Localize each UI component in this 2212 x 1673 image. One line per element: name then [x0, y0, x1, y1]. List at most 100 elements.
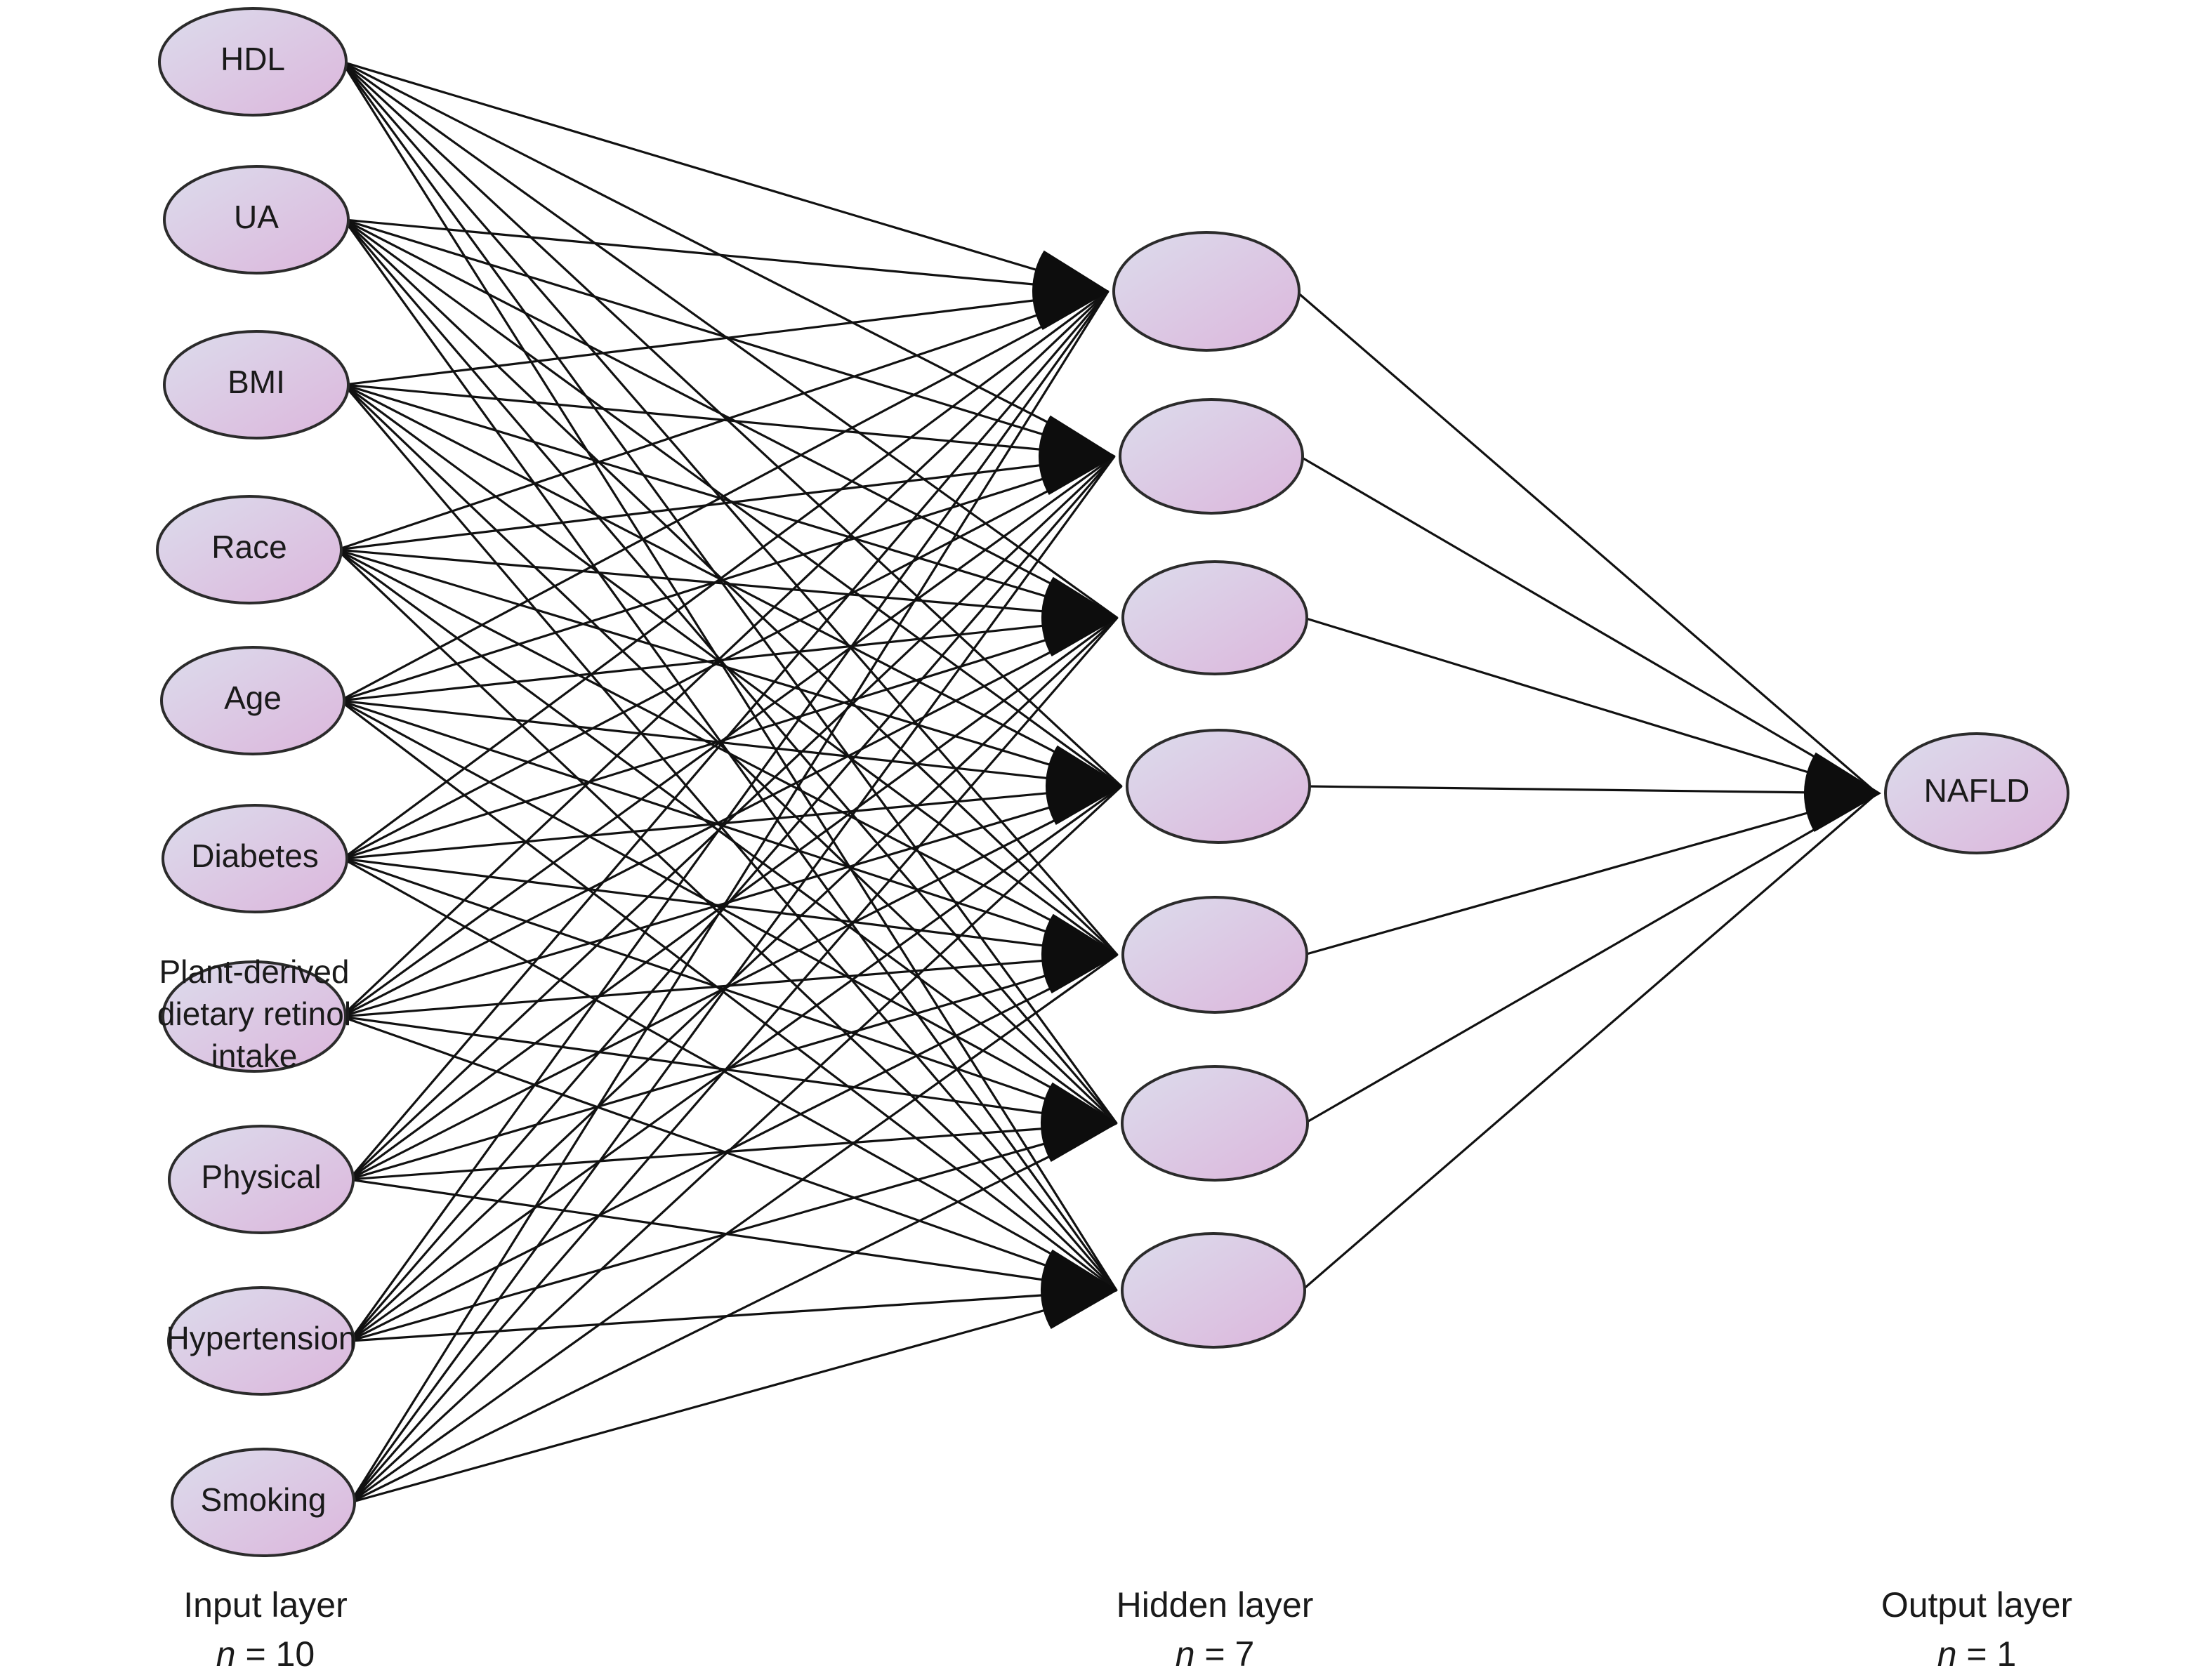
input-node-9-ellipse [167, 1286, 355, 1396]
edge-hidden-5-to-output [1303, 792, 1878, 956]
input-node-4-ellipse [156, 495, 343, 604]
hidden-node-2 [1119, 398, 1304, 515]
input-node-2-label: UA [234, 199, 279, 235]
edge-hidden-1-to-output [1295, 290, 1878, 795]
edge-input-6-to-hidden-1 [342, 290, 1109, 860]
input-node-7-ellipse [162, 960, 347, 1073]
hidden-node-1 [1112, 231, 1301, 352]
hidden-node-1-arrowhead-fan [1032, 250, 1110, 330]
edge-input-9-to-hidden-4 [349, 785, 1122, 1342]
edge-input-8-to-hidden-5 [348, 953, 1118, 1181]
input-layer-title: Input layer [183, 1585, 347, 1625]
edge-input-9-to-hidden-6 [349, 1122, 1117, 1342]
hidden-node-4-arrowhead-fan [1045, 745, 1123, 825]
edge-input-4-to-hidden-7 [336, 548, 1118, 1292]
edge-input-1-to-hidden-6 [341, 61, 1118, 1124]
edge-input-7-to-hidden-6 [341, 1015, 1117, 1125]
input-node-6: Diabetes [162, 804, 348, 913]
input-node-7-label: Plant-derived [159, 953, 349, 990]
arrowheads [1032, 250, 1881, 1329]
edge-input-5-to-hidden-3 [339, 616, 1118, 702]
hidden-node-2-arrowhead-fan [1038, 415, 1116, 495]
input-node-5: Age [160, 646, 345, 755]
edge-hidden-2-to-output [1299, 455, 1878, 795]
edge-input-5-to-hidden-4 [339, 699, 1122, 788]
edge-hidden-3-to-output [1303, 616, 1878, 795]
hidden-layer-title: Hidden layer [1117, 1585, 1314, 1625]
edge-input-1-to-hidden-7 [341, 61, 1118, 1291]
input-node-7-label: intake [211, 1038, 298, 1074]
edge-hidden-4-to-output [1306, 785, 1878, 795]
input-node-8: Physical [168, 1125, 355, 1234]
hidden-node-5-ellipse [1121, 896, 1308, 1014]
hidden-node-4-ellipse [1126, 729, 1311, 844]
input-node-2: UA [163, 165, 350, 275]
input-node-4: Race [156, 495, 343, 604]
edge-input-8-to-hidden-2 [348, 455, 1116, 1181]
hidden-node-6 [1121, 1065, 1309, 1182]
edge-input-10-to-hidden-3 [349, 616, 1119, 1504]
edge-input-10-to-hidden-2 [349, 456, 1116, 1503]
edge-input-10-to-hidden-6 [350, 1122, 1117, 1504]
edge-input-2-to-hidden-1 [343, 218, 1109, 293]
edge-input-6-to-hidden-2 [342, 455, 1115, 860]
output-node-1-arrowhead-fan [1803, 752, 1881, 832]
hidden-node-3 [1121, 560, 1308, 675]
edge-input-4-to-hidden-4 [336, 548, 1122, 788]
hidden-node-5 [1121, 896, 1308, 1014]
input-node-7: Plant-derived dietary retinol intake [157, 953, 351, 1074]
edge-input-3-to-hidden-3 [343, 383, 1118, 619]
input-node-8-ellipse [168, 1125, 355, 1234]
edge-input-4-to-hidden-6 [336, 548, 1117, 1125]
edge-input-3-to-hidden-5 [343, 383, 1118, 956]
input-node-1: HDL [158, 7, 348, 117]
input-node-5-label: Age [224, 680, 282, 716]
hidden-node-7 [1121, 1232, 1306, 1349]
edge-input-6-to-hidden-7 [342, 857, 1117, 1292]
input-node-6-ellipse [162, 804, 348, 913]
edge-hidden-6-to-output [1304, 792, 1878, 1125]
edge-input-8-to-hidden-1 [348, 290, 1110, 1181]
edge-input-3-to-hidden-4 [343, 383, 1122, 788]
edge-input-8-to-hidden-6 [348, 1122, 1117, 1181]
input-node-3: BMI [163, 330, 350, 439]
edge-input-4-to-hidden-5 [336, 548, 1118, 956]
hidden-node-3-ellipse [1121, 560, 1308, 675]
edge-input-3-to-hidden-7 [343, 383, 1118, 1292]
input-node-1-ellipse [158, 7, 348, 117]
input-node-9: Hypertension [166, 1286, 357, 1396]
input-node-10-ellipse [171, 1448, 356, 1557]
edge-input-6-to-hidden-3 [342, 616, 1118, 860]
edge-input-4-to-hidden-3 [336, 548, 1118, 619]
input-node-3-label: BMI [228, 364, 285, 400]
edge-input-9-to-hidden-1 [348, 291, 1110, 1342]
input-node-3-ellipse [163, 330, 350, 439]
edge-input-10-to-hidden-4 [349, 785, 1123, 1504]
input-node-7-label: dietary retinol [157, 996, 351, 1032]
input-node-10-label: Smoking [201, 1481, 327, 1518]
hidden-node-7-ellipse [1121, 1232, 1306, 1349]
hidden-node-7-arrowhead-fan [1040, 1249, 1118, 1329]
hidden-layer-count: n = 7 [1176, 1634, 1255, 1673]
edge-input-10-to-hidden-5 [350, 953, 1118, 1504]
output-node-1: NAFLD [1884, 732, 2069, 854]
hidden-node-6-ellipse [1121, 1065, 1309, 1182]
edge-input-6-to-hidden-4 [342, 785, 1122, 860]
output-layer-count: n = 1 [1937, 1634, 2017, 1673]
edge-input-1-to-hidden-4 [341, 60, 1123, 788]
edge-input-7-to-hidden-4 [341, 785, 1122, 1018]
edge-input-7-to-hidden-1 [340, 290, 1110, 1018]
layer-labels: Input layer n = 10 Hidden layer n = 7 Ou… [183, 1585, 2072, 1673]
edge-input-4-to-hidden-2 [336, 455, 1115, 551]
edge-input-5-to-hidden-6 [339, 699, 1117, 1125]
input-node-5-ellipse [160, 646, 345, 755]
hidden-node-5-arrowhead-fan [1041, 913, 1119, 993]
input-node-1-label: HDL [220, 41, 285, 77]
edge-input-4-to-hidden-1 [336, 290, 1109, 551]
hidden-node-6-arrowhead-fan [1040, 1082, 1118, 1162]
edge-input-3-to-hidden-1 [343, 290, 1109, 386]
hidden-node-2-ellipse [1119, 398, 1304, 515]
edge-input-8-to-hidden-7 [348, 1178, 1117, 1292]
